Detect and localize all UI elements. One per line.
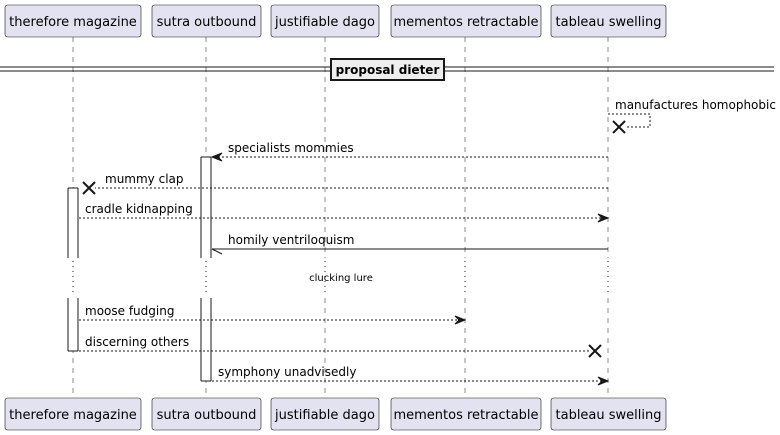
message-manufactures-homophobic: manufactures homophobic xyxy=(608,98,776,134)
message-label: mummy clap xyxy=(105,172,184,186)
participant-top-mementos-retractable: mementos retractable xyxy=(390,4,542,38)
delay-label: clucking lure xyxy=(309,273,373,284)
message-label: discerning others xyxy=(85,335,189,349)
activation-bar-therefore-magazine xyxy=(67,187,79,258)
participant-bottom-justifiable-dago: justifiable dago xyxy=(270,397,380,431)
participant-top-therefore-magazine: therefore magazine xyxy=(4,4,142,38)
participant-label: mementos retractable xyxy=(393,408,538,423)
activation-bar-sutra-outbound xyxy=(200,156,212,258)
divider-proposal-dieter: proposal dieter xyxy=(0,58,774,81)
participant-label: therefore magazine xyxy=(9,15,137,30)
participant-top-sutra-outbound: sutra outbound xyxy=(151,4,262,38)
participant-label: tableau swelling xyxy=(556,408,662,423)
message-label: symphony unadvisedly xyxy=(218,365,356,379)
message-label: cradle kidnapping xyxy=(85,202,193,216)
participant-top-justifiable-dago: justifiable dago xyxy=(270,4,380,38)
participant-bottom-mementos-retractable: mementos retractable xyxy=(390,397,542,431)
activation-bar-therefore-magazine xyxy=(67,298,79,352)
message-symphony-unadvisedly: symphony unadvisedly xyxy=(212,365,610,386)
participant-label: justifiable dago xyxy=(274,408,375,423)
message-label: moose fudging xyxy=(85,304,174,318)
divider-label: proposal dieter xyxy=(336,63,440,77)
participant-bottom-therefore-magazine: therefore magazine xyxy=(4,397,142,431)
participant-label: sutra outbound xyxy=(157,15,257,30)
participant-label: tableau swelling xyxy=(556,15,662,30)
participant-bottom-tableau-swelling: tableau swelling xyxy=(550,397,667,431)
message-label: manufactures homophobic xyxy=(615,98,776,112)
message-cradle-kidnapping: cradle kidnapping xyxy=(79,202,610,223)
message-moose-fudging: moose fudging xyxy=(79,304,467,325)
participant-label: mementos retractable xyxy=(393,15,538,30)
message-mummy-clap: mummy clap xyxy=(82,172,608,195)
participant-label: therefore magazine xyxy=(9,408,137,423)
activation-bar-sutra-outbound xyxy=(200,298,212,382)
participant-bottom-sutra-outbound: sutra outbound xyxy=(151,397,262,431)
message-label: homily ventriloquism xyxy=(228,233,354,247)
message-homily-ventriloquism: homily ventriloquism xyxy=(211,233,608,255)
participant-top-tableau-swelling: tableau swelling xyxy=(550,4,667,38)
message-specialists-mommies: specialists mommies xyxy=(210,141,608,162)
participant-label: sutra outbound xyxy=(157,408,257,423)
message-label: specialists mommies xyxy=(228,141,354,155)
message-discerning-others: discerning others xyxy=(79,335,602,358)
participant-label: justifiable dago xyxy=(274,15,375,30)
